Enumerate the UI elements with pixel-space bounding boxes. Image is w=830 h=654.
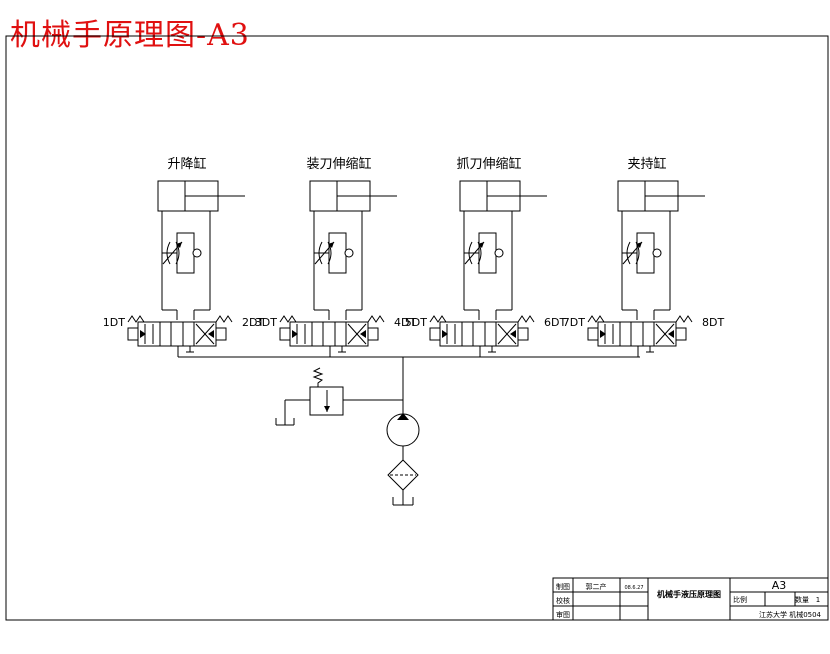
tb-review-label: 审图 [556, 610, 570, 619]
solenoid-left [127, 327, 139, 341]
coil-left-label: 5DT [405, 316, 427, 329]
solenoid-right [215, 327, 227, 341]
relief-valve [275, 367, 403, 426]
solenoid-left [587, 327, 599, 341]
tb-drawn-name: 郭二产 [586, 582, 607, 591]
pump [386, 413, 420, 460]
actuator-unit: 夹持缸 7DT 8DT [563, 156, 724, 357]
solenoid-right [367, 327, 379, 341]
coil-left-label: 3DT [255, 316, 277, 329]
coil-left-label: 7DT [563, 316, 585, 329]
actuator-unit: 升降缸 1DT 2DT [103, 156, 264, 357]
coil-left-label: 1DT [103, 316, 125, 329]
cylinder-label: 装刀伸缩缸 [306, 156, 371, 172]
tb-sheet-size: A3 [772, 579, 787, 592]
tb-drawn-label: 制图 [556, 582, 570, 591]
directional-valve [311, 321, 347, 347]
tb-drawn-date: 08.6.27 [624, 585, 643, 591]
tb-school: 江苏大学 机械0504 [759, 610, 822, 619]
filter [387, 459, 419, 506]
title-block: 制图 郭二产 08.6.27 校核 审图 机械手液压原理图 A3 比例 数量 1… [552, 577, 829, 621]
tb-qty-value: 1 [816, 596, 820, 604]
tb-check-label: 校核 [556, 596, 570, 605]
tb-scale-label: 比例 [733, 595, 747, 604]
actuator-unit: 抓刀伸缩缸 5DT 6DT [405, 156, 566, 357]
solenoid-left [429, 327, 441, 341]
directional-valve [619, 321, 655, 347]
directional-valve [159, 321, 195, 347]
coil-right-label: 4DT [394, 316, 416, 329]
cylinder-label: 夹持缸 [627, 156, 666, 172]
solenoid-right [675, 327, 687, 341]
cylinder-label: 抓刀伸缩缸 [456, 156, 521, 172]
directional-valve [461, 321, 497, 347]
drawing-frame [5, 35, 829, 621]
tb-qty-label: 数量 [795, 595, 809, 604]
solenoid-left [279, 327, 291, 341]
actuator-unit: 装刀伸缩缸 3DT 4DT [255, 156, 416, 357]
solenoid-right [517, 327, 529, 341]
coil-right-label: 6DT [544, 316, 566, 329]
coil-right-label: 2DT [242, 316, 264, 329]
tb-drawing-name: 机械手液压原理图 [657, 589, 721, 599]
cylinder-label: 升降缸 [167, 156, 206, 172]
coil-right-label: 8DT [702, 316, 724, 329]
